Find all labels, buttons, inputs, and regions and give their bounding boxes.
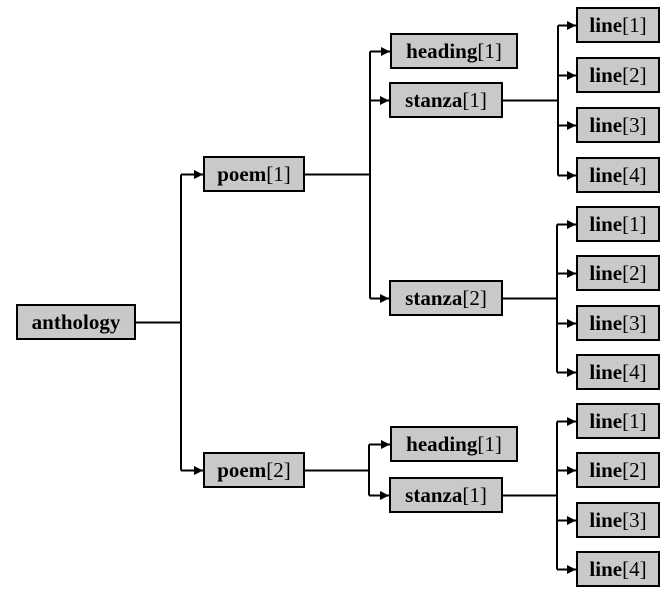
node-label: line (589, 162, 623, 187)
node-index: [2] (462, 285, 487, 310)
connector-poem1-to-children (305, 47, 390, 303)
node-index: [4] (622, 359, 647, 384)
node-index: [2] (622, 62, 647, 87)
node-label: line (589, 359, 623, 384)
node-label: poem (217, 161, 267, 186)
node-index: [1] (462, 87, 487, 112)
node-index: [1] (622, 408, 647, 433)
node-label: stanza (405, 482, 463, 507)
node-anthology: anthology (16, 304, 136, 340)
node-index: [1] (477, 431, 502, 456)
node-label: line (589, 260, 623, 285)
node-index: [3] (622, 112, 647, 137)
node-label: poem (217, 457, 267, 482)
connector-anthology-to-poems (135, 170, 203, 475)
node-label: stanza (405, 285, 463, 310)
node-label: line (589, 310, 623, 335)
node-index: [1] (477, 38, 502, 63)
node-label: heading (406, 431, 478, 456)
node-poem-2-stanza-1: stanza[1] (389, 477, 503, 513)
connector-poem2-stanza1-to-lines (503, 417, 576, 574)
node-poem-1-stanza-2-line-2: line[2] (576, 255, 660, 291)
node-label: line (589, 112, 623, 137)
node-index: [3] (622, 310, 647, 335)
node-poem-1-stanza-1-line-4: line[4] (576, 157, 660, 193)
node-label: line (589, 507, 623, 532)
node-index: [1] (622, 211, 647, 236)
node-poem-1-stanza-1-line-2: line[2] (576, 57, 660, 93)
node-poem-1-stanza-2-line-1: line[1] (576, 206, 660, 242)
node-label: stanza (405, 87, 463, 112)
node-label: anthology (31, 309, 121, 334)
node-label: line (589, 62, 623, 87)
node-label: line (589, 408, 623, 433)
node-poem-2-heading-1: heading[1] (390, 426, 518, 462)
node-poem-1: poem[1] (203, 156, 305, 192)
connector-poem1-stanza2-to-lines (503, 220, 576, 377)
node-index: [4] (622, 556, 647, 581)
node-index: [2] (266, 457, 291, 482)
node-poem-1-stanza-2: stanza[2] (389, 280, 503, 316)
node-poem-1-heading-1: heading[1] (390, 33, 518, 69)
node-poem-1-stanza-2-line-4: line[4] (576, 354, 660, 390)
node-label: line (589, 457, 623, 482)
node-poem-2-stanza-1-line-1: line[1] (576, 403, 660, 439)
connector-poem2-to-children (305, 440, 390, 500)
node-poem-1-stanza-1: stanza[1] (389, 82, 503, 118)
node-poem-2-stanza-1-line-4: line[4] (576, 551, 660, 587)
node-label: line (589, 12, 623, 37)
node-index: [2] (622, 457, 647, 482)
node-index: [1] (266, 161, 291, 186)
node-poem-1-stanza-1-line-1: line[1] (576, 7, 660, 43)
node-index: [2] (622, 260, 647, 285)
node-poem-1-stanza-1-line-3: line[3] (576, 107, 660, 143)
node-label: heading (406, 38, 478, 63)
node-index: [1] (622, 12, 647, 37)
node-index: [3] (622, 507, 647, 532)
node-poem-1-stanza-2-line-3: line[3] (576, 305, 660, 341)
node-label: line (589, 556, 623, 581)
node-index: [1] (462, 482, 487, 507)
node-label: line (589, 211, 623, 236)
node-poem-2-stanza-1-line-2: line[2] (576, 452, 660, 488)
node-poem-2-stanza-1-line-3: line[3] (576, 502, 660, 538)
node-index: [4] (622, 162, 647, 187)
connector-poem1-stanza1-to-lines (503, 21, 576, 180)
node-poem-2: poem[2] (203, 452, 305, 488)
